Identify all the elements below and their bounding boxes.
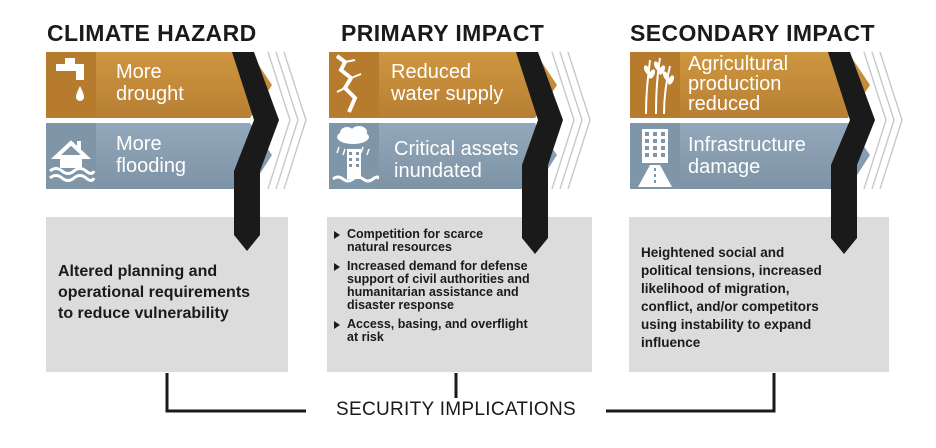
primary-top-bar bbox=[329, 52, 557, 118]
primary-impact-header: PRIMARY IMPACT bbox=[341, 20, 545, 46]
hazard-panel-text: Altered planning and operational require… bbox=[58, 263, 251, 322]
hazard-chevron-arrow bbox=[232, 52, 279, 251]
secondary-panel-text: Heightened social and political tensions… bbox=[641, 245, 822, 350]
bullet-item: Access, basing, and overflight at risk bbox=[333, 318, 530, 344]
primary-bottom-bar bbox=[329, 123, 557, 189]
secondary-top-bar bbox=[630, 52, 870, 118]
secondary-impact-header: SECONDARY IMPACT bbox=[630, 20, 875, 46]
secondary-chevron-arrow bbox=[828, 52, 875, 254]
security-implications-label: SECURITY IMPLICATIONS bbox=[306, 399, 606, 421]
column-climate-hazard-graphics bbox=[46, 51, 307, 372]
rain-cloud-building-icon bbox=[329, 123, 381, 188]
climate-hazard-header: CLIMATE HAZARD bbox=[47, 20, 257, 46]
bullet-arrow-icon bbox=[334, 321, 340, 329]
hazard-top-bar bbox=[46, 52, 272, 118]
secondary-bottom-bar bbox=[630, 123, 870, 189]
bullet-arrow-icon bbox=[334, 263, 340, 271]
primary-chevron-lines bbox=[551, 51, 591, 190]
wheat-icon bbox=[630, 52, 680, 117]
cracked-ground-icon bbox=[329, 52, 379, 117]
secondary-chevron-lines bbox=[863, 51, 903, 190]
bullet-item: Competition for scarce natural resources bbox=[333, 228, 530, 254]
faucet-drop-icon bbox=[46, 52, 96, 117]
primary-impact-bullet-list: Competition for scarce natural resources… bbox=[333, 228, 530, 350]
building-road-icon bbox=[630, 123, 680, 188]
flooded-house-icon bbox=[46, 123, 96, 188]
primary-chevron-arrow bbox=[516, 52, 563, 254]
primary-panel bbox=[327, 217, 592, 372]
bullet-arrow-icon bbox=[334, 231, 340, 239]
hazard-chevron-lines bbox=[267, 51, 307, 190]
hazard-bottom-bar bbox=[46, 123, 272, 189]
column-primary-impact-graphics bbox=[327, 51, 592, 372]
column-secondary-impact-graphics bbox=[629, 51, 903, 372]
bullet-item: Increased demand for defense support of … bbox=[333, 260, 530, 312]
security-implications-connector bbox=[165, 373, 776, 413]
